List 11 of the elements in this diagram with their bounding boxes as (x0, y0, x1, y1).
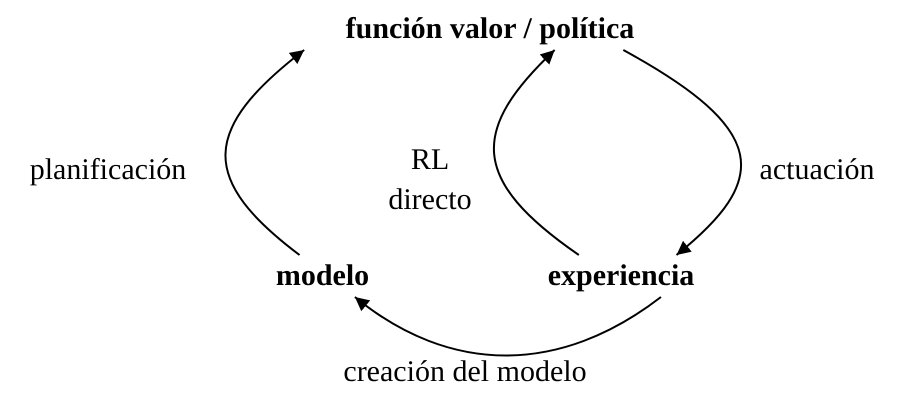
node-label: función valor / política (288, 8, 692, 50)
edge-label: creación del modelo (342, 354, 588, 390)
node-label: experiencia (510, 255, 732, 297)
curved-arrow (493, 49, 580, 256)
edge-label: actuación (758, 152, 876, 188)
node-label: modelo (255, 255, 390, 297)
curved-arrow (354, 296, 662, 356)
edge-label: RL directo (387, 142, 473, 218)
curved-arrow (224, 49, 305, 256)
edge-label: planificación (28, 152, 188, 188)
curved-arrow (622, 49, 742, 256)
